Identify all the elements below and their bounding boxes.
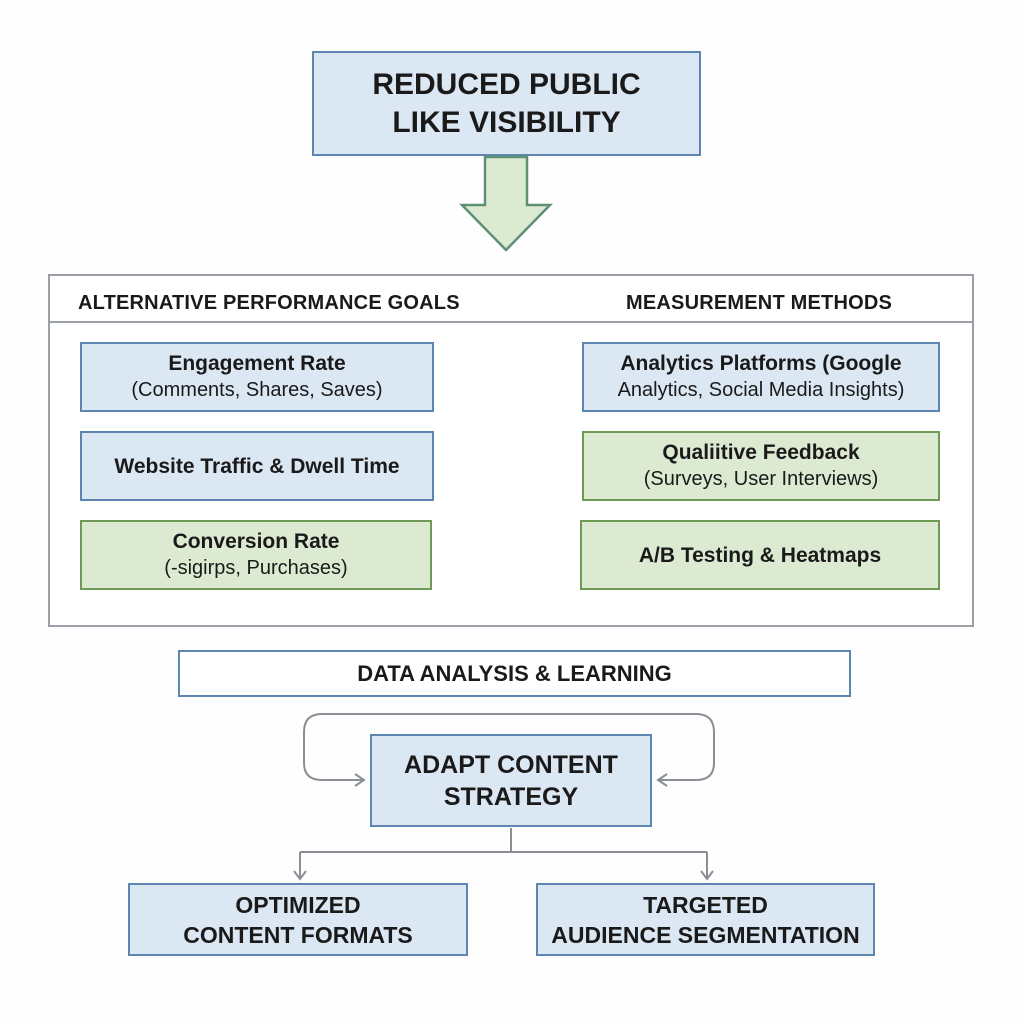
output-line-2: AUDIENCE SEGMENTATION (551, 921, 860, 948)
method-analytics-platforms: Analytics Platforms (Google Analytics, S… (582, 342, 940, 412)
output-line-2: CONTENT FORMATS (183, 921, 413, 948)
method-qualitative-feedback: Qualiitive Feedback (Surveys, User Inter… (582, 431, 940, 501)
big-down-arrow-icon (459, 155, 553, 252)
output-line-1: TARGETED (643, 891, 768, 918)
optimized-content-box: OPTIMIZED CONTENT FORMATS (128, 883, 468, 956)
goal-title: Conversion Rate (172, 530, 340, 553)
methods-header: MEASUREMENT METHODS (626, 292, 893, 314)
adapt-line-2: STRATEGY (443, 782, 579, 811)
targeted-audience-box: TARGETED AUDIENCE SEGMENTATION (536, 883, 875, 956)
method-title: Analytics Platforms (Google (620, 352, 902, 375)
method-title: Qualiitive Feedback (662, 441, 860, 464)
method-sub: Analytics, Social Media Insights) (617, 379, 905, 401)
goal-sub: (Comments, Shares, Saves) (131, 379, 383, 401)
goal-conversion-rate: Conversion Rate (-sigirps, Purchases) (80, 520, 432, 590)
goal-title: Engagement Rate (168, 352, 346, 375)
title-line-2: LIKE VISIBILITY (392, 105, 621, 139)
goals-header: ALTERNATIVE PERFORMANCE GOALS (78, 292, 460, 314)
goal-website-traffic: Website Traffic & Dwell Time (80, 431, 434, 501)
panel-divider (50, 321, 972, 323)
adapt-line-1: ADAPT CONTENT (404, 750, 618, 779)
title-line-1: REDUCED PUBLIC (372, 67, 641, 101)
method-sub: (Surveys, User Interviews) (643, 468, 879, 490)
data-analysis-box: DATA ANALYSIS & LEARNING (178, 650, 851, 697)
method-title: A/B Testing & Heatmaps (638, 543, 882, 567)
goal-title: Website Traffic & Dwell Time (114, 454, 400, 478)
goal-sub: (-sigirps, Purchases) (164, 557, 348, 579)
data-analysis-label: DATA ANALYSIS & LEARNING (357, 660, 672, 686)
method-ab-testing: A/B Testing & Heatmaps (580, 520, 940, 590)
title-box: REDUCED PUBLIC LIKE VISIBILITY (312, 51, 701, 156)
goal-engagement-rate: Engagement Rate (Comments, Shares, Saves… (80, 342, 434, 412)
split-connectors (293, 828, 714, 881)
output-line-1: OPTIMIZED (235, 891, 361, 918)
adapt-strategy-box: ADAPT CONTENT STRATEGY (370, 734, 652, 827)
